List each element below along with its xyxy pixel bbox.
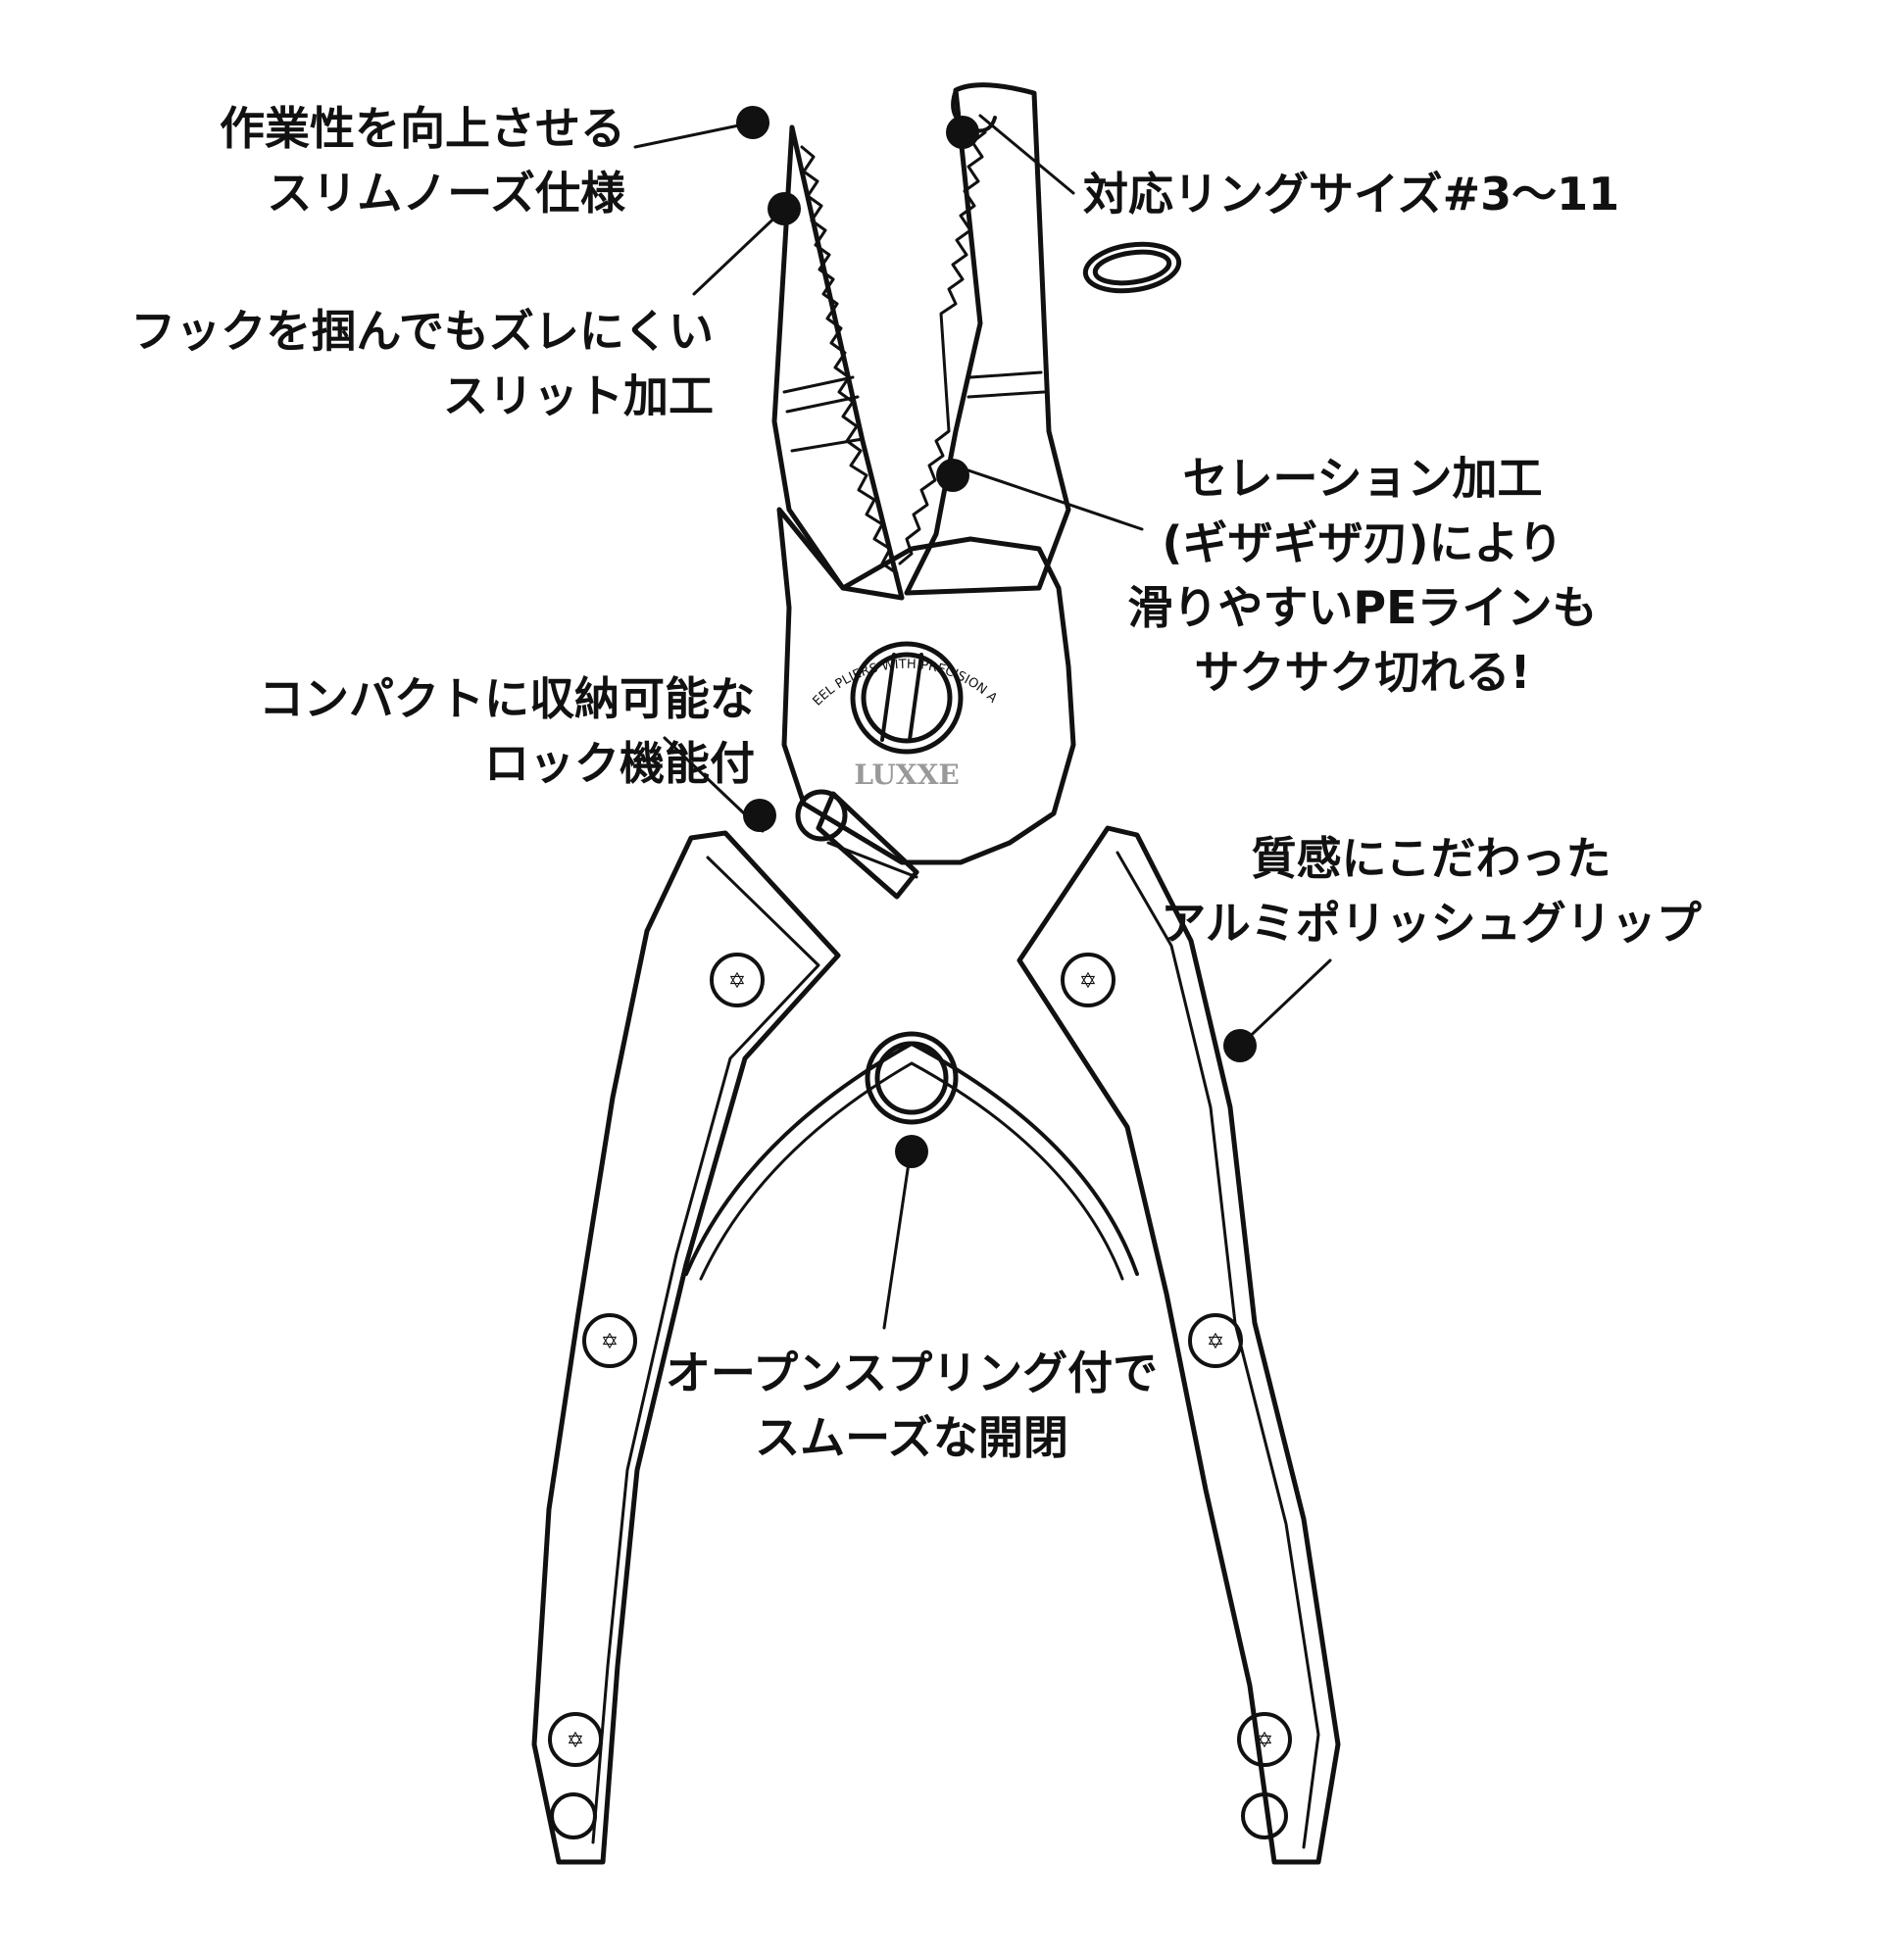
callout-serration: セレーション加工 (ギザギザ刃)により 滑りやすいPEラインも サクサク切れる! (1127, 452, 1598, 699)
right-handle (1016, 825, 1341, 1865)
left-jaw-serration (800, 145, 899, 575)
pliers-head (776, 507, 1076, 865)
callout-dots (736, 106, 1257, 1168)
svg-text:✡: ✡ (1207, 1330, 1224, 1354)
right-jaw (904, 82, 1071, 596)
svg-text:✡: ✡ (1079, 969, 1097, 994)
spring-bushing (865, 1031, 959, 1125)
callout-slim-nose: 作業性を向上させる スリムノーズ仕様 (220, 102, 625, 220)
split-ring (1082, 241, 1182, 294)
leader-lines (633, 114, 1332, 1330)
pivot-screw (850, 641, 964, 755)
svg-text:✡: ✡ (728, 969, 746, 994)
handle-screws (548, 953, 1292, 1839)
callout-ring-size: 対応リングサイズ#3～11 (1083, 168, 1620, 220)
lock-slide (816, 791, 919, 900)
callout-lock: コンパクトに収納可能な ロック機能付 (259, 672, 755, 790)
svg-text:✡: ✡ (1256, 1729, 1273, 1753)
callout-spring: オープンスプリング付で スムーズな開閉 (665, 1347, 1159, 1464)
callout-grip: 質感にこだわった アルミポリッシュグリップ (1161, 832, 1702, 950)
brand-logo: LUXXE (854, 759, 959, 791)
lock-knob (795, 789, 848, 842)
left-handle (531, 830, 841, 1865)
callout-slit: フックを掴んでもズレにくい スリット加工 (130, 305, 714, 422)
screw-marks: ✡ ✡ ✡ ✡ ✡ ✡ (567, 969, 1273, 1753)
svg-text:✡: ✡ (567, 1729, 584, 1753)
svg-text:✡: ✡ (601, 1330, 619, 1354)
right-jaw-serration (898, 130, 987, 565)
